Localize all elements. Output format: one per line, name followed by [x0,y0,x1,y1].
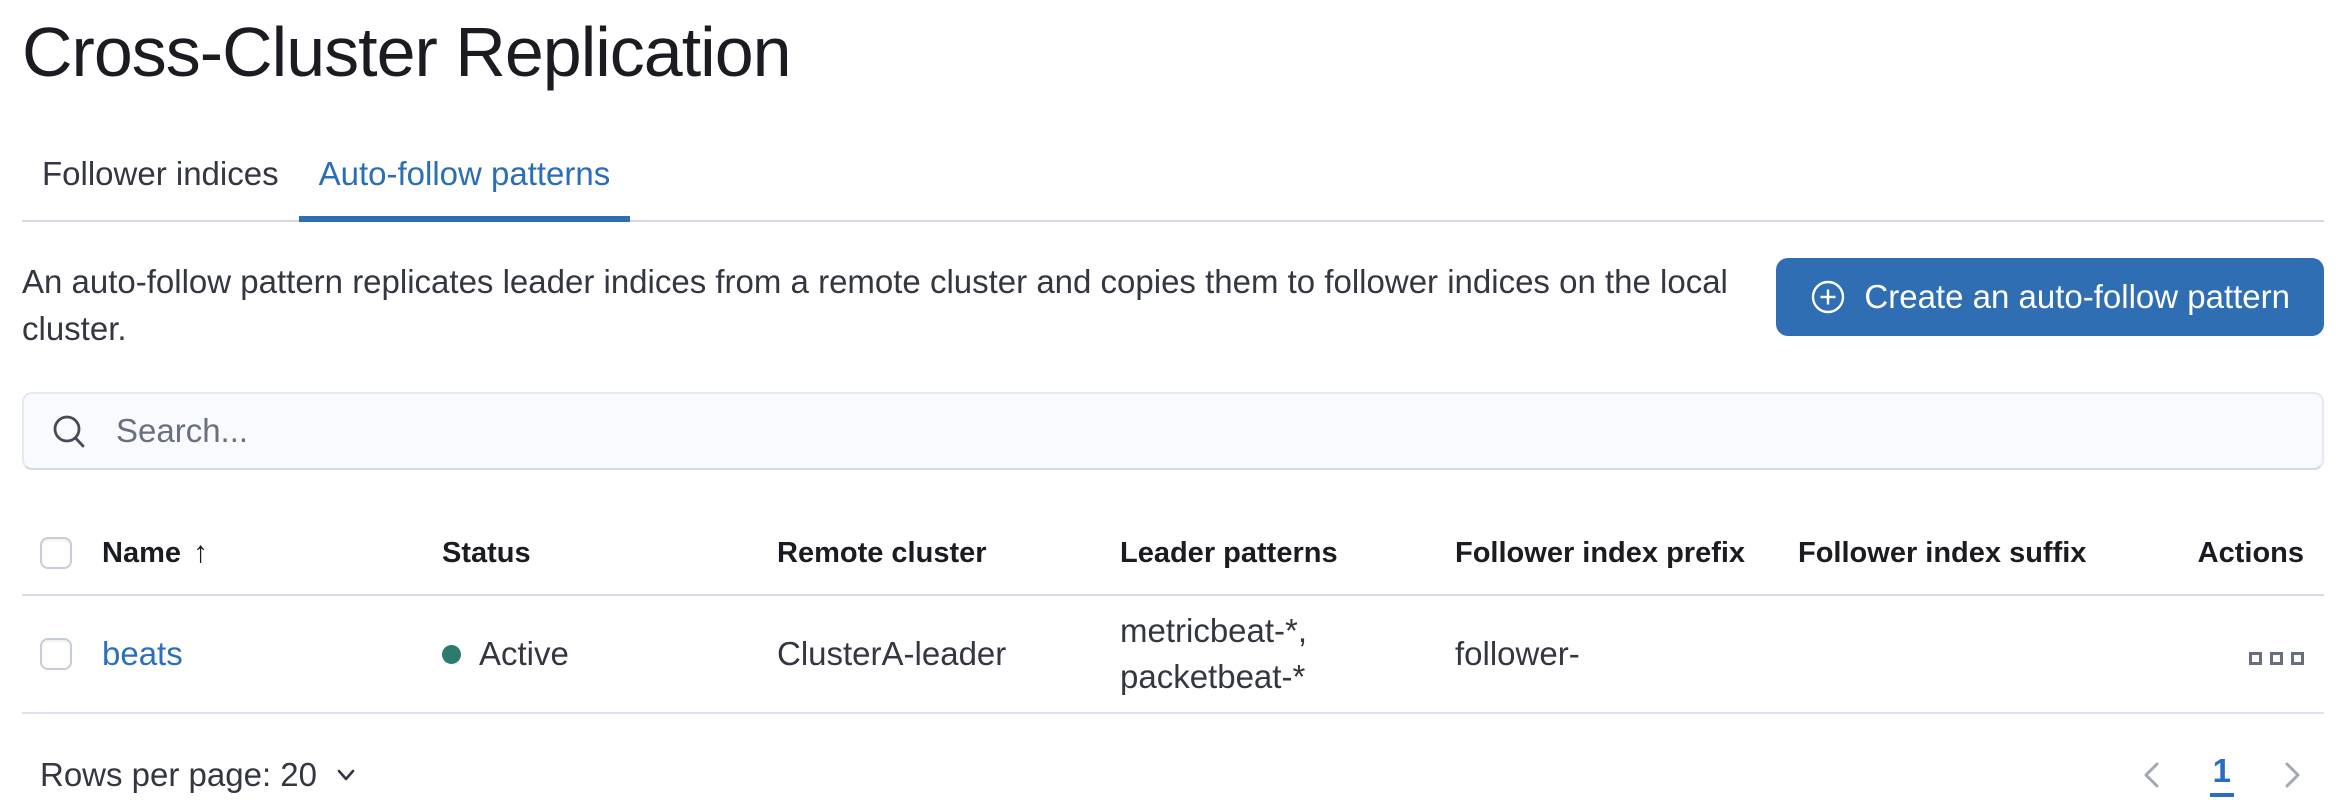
previous-page-chevron-left-icon[interactable] [2136,753,2168,797]
status-active-dot-icon [442,644,461,664]
next-page-chevron-right-icon[interactable] [2276,753,2308,797]
create-button-label: Create an auto-follow pattern [1864,278,2290,315]
column-header-name[interactable]: Name↑ [102,516,442,596]
select-all-checkbox[interactable] [40,537,72,569]
table-footer: Rows per page: 20 1 [22,752,2324,797]
column-header-remote-cluster: Remote cluster [777,516,1120,596]
row-actions-button[interactable] [2249,652,2304,665]
leader-patterns-cell: metricbeat-*, packetbeat-* [1120,612,1308,695]
remote-cluster-cell: ClusterA-leader [777,595,1120,714]
table-row: beats Active ClusterA-leader metricbeat-… [22,595,2324,714]
column-header-status: Status [442,516,777,596]
column-header-follower-index-suffix: Follower index suffix [1798,516,2138,596]
chevron-down-icon [337,769,355,780]
boxes-horizontal-icon [2249,652,2262,665]
search-bar [22,392,2324,470]
sort-ascending-icon: ↑ [193,536,208,569]
follower-index-suffix-cell [1798,595,2138,714]
page-title: Cross-Cluster Replication [22,13,792,91]
table-header-row: Name↑ Status Remote cluster Leader patte… [22,516,2324,596]
page-number-1[interactable]: 1 [2209,752,2234,797]
pattern-name-link[interactable]: beats [102,635,183,672]
column-header-leader-patterns: Leader patterns [1120,516,1455,596]
search-input[interactable] [22,392,2324,470]
column-header-actions: Actions [2138,516,2324,596]
tab-auto-follow-patterns[interactable]: Auto-follow patterns [298,154,631,222]
row-checkbox[interactable] [40,638,72,670]
status-cell: Active [442,635,777,673]
rows-per-page-button[interactable]: Rows per page: 20 [40,756,361,794]
create-auto-follow-pattern-button[interactable]: Create an auto-follow pattern [1776,258,2324,336]
tab-follower-indices[interactable]: Follower indices [42,155,279,192]
auto-follow-patterns-table: Name↑ Status Remote cluster Leader patte… [22,516,2324,714]
follower-index-prefix-cell: follower- [1455,595,1798,714]
column-header-follower-index-prefix: Follower index prefix [1455,516,1798,596]
page-description: An auto-follow pattern replicates leader… [22,263,1728,347]
content-header: An auto-follow pattern replicates leader… [22,258,2324,352]
plus-in-circle-icon [1812,280,1845,314]
pagination: 1 [2136,752,2324,797]
rows-per-page-label: Rows per page: 20 [40,755,318,793]
status-label: Active [479,635,569,672]
tab-bar: Follower indices Auto-follow patterns [22,154,2324,222]
